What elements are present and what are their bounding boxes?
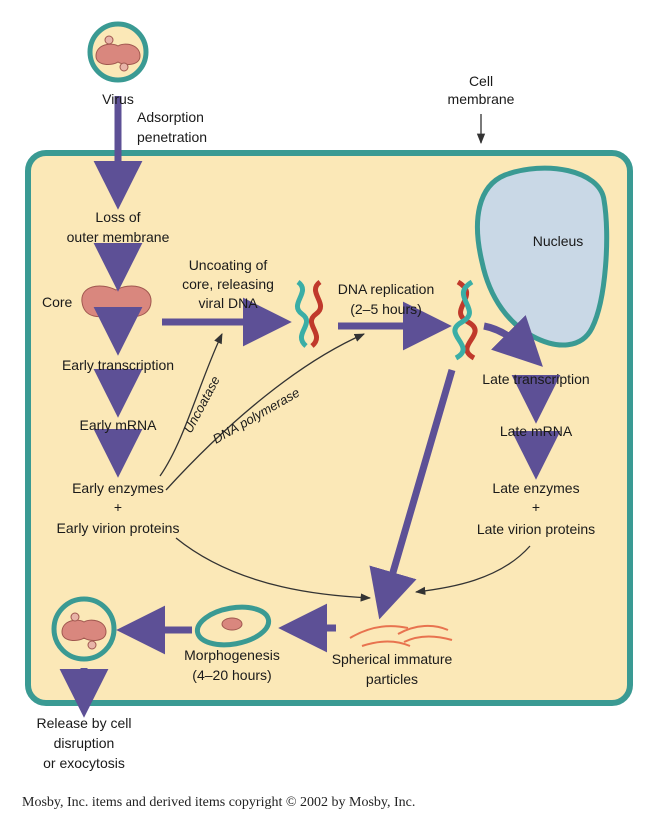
morphogenesis-virion-icon (194, 604, 272, 648)
label-core: Core (42, 294, 73, 310)
label-dna-replication-time: (2–5 hours) (350, 301, 422, 317)
label-virus: Virus (102, 91, 134, 107)
label-late-plus: + (532, 499, 540, 515)
arrow-dna-polymerase (165, 333, 365, 491)
core-shape (81, 285, 152, 318)
immature-particles-icon (349, 624, 453, 647)
label-outer-membrane: outer membrane (67, 229, 170, 245)
copyright-text: Mosby, Inc. items and derived items copy… (22, 795, 415, 810)
label-adsorption: Adsorption (137, 109, 204, 125)
virus-icon (87, 21, 149, 83)
label-morphogenesis-time: (4–20 hours) (192, 667, 271, 683)
label-early-transcription: Early transcription (62, 357, 174, 373)
label-uncoating-3: viral DNA (198, 295, 258, 311)
arrow-to-late-transcription (483, 314, 543, 367)
label-release-2: disruption (54, 735, 115, 751)
label-membrane: membrane (448, 91, 515, 107)
mature-virion-icon (51, 596, 117, 662)
label-early-plus: + (114, 499, 122, 515)
label-uncoating-2: core, releasing (182, 276, 274, 292)
label-nucleus: Nucleus (533, 233, 584, 249)
label-uncoating-1: Uncoating of (189, 257, 268, 273)
label-late-transcription: Late transcription (482, 371, 589, 387)
arrow-uncoatase (159, 333, 223, 477)
label-particles: particles (366, 671, 418, 687)
label-release-1: Release by cell (37, 715, 132, 731)
label-early-enzymes: Early enzymes (72, 480, 164, 496)
nucleus-shape (474, 165, 610, 348)
label-early-mrna: Early mRNA (79, 417, 157, 433)
cell-body (25, 150, 633, 706)
label-spherical-immature: Spherical immature (332, 651, 453, 667)
label-late-mrna: Late mRNA (500, 423, 573, 439)
arrow-early-proteins-to-particles (175, 537, 372, 602)
label-cell: Cell (469, 73, 493, 89)
arrow-dna-to-particles (369, 369, 456, 620)
label-late-virion-proteins: Late virion proteins (477, 521, 595, 537)
label-loss-of: Loss of (95, 209, 140, 225)
uncoated-dna-icon (294, 279, 324, 348)
label-dna-replication: DNA replication (338, 281, 435, 297)
arrow-late-proteins-to-particles (414, 545, 531, 596)
label-early-virion-proteins: Early virion proteins (57, 520, 180, 536)
label-morphogenesis: Morphogenesis (184, 647, 280, 663)
label-penetration: penetration (137, 129, 207, 145)
label-late-enzymes: Late enzymes (492, 480, 579, 496)
label-release-3: or exocytosis (43, 755, 125, 771)
replicating-dna-icon (452, 279, 478, 361)
